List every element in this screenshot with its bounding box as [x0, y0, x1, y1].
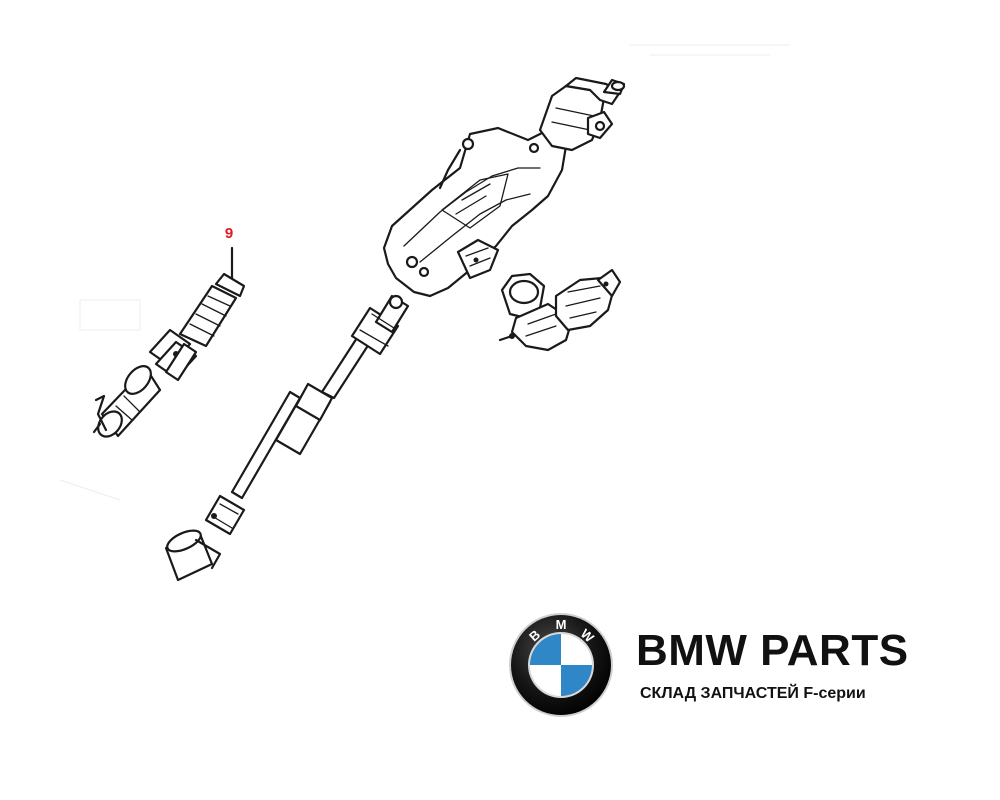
exploded-sleeve — [92, 365, 162, 438]
steering-shaft-assembly — [164, 294, 410, 582]
watermark-traces — [59, 44, 790, 501]
logo-letter-m: M — [556, 617, 567, 632]
column-adjust-motor — [498, 268, 622, 352]
brand-subtitle: СКЛАД ЗАПЧАСТЕЙ F-серии — [640, 685, 866, 702]
steering-column-housing — [382, 76, 626, 298]
bmw-logo: B M W — [509, 613, 613, 717]
intermediate-shaft-part-9 — [148, 246, 246, 382]
brand-title: BMW PARTS — [636, 626, 909, 675]
callout-number: 9 — [224, 225, 234, 242]
